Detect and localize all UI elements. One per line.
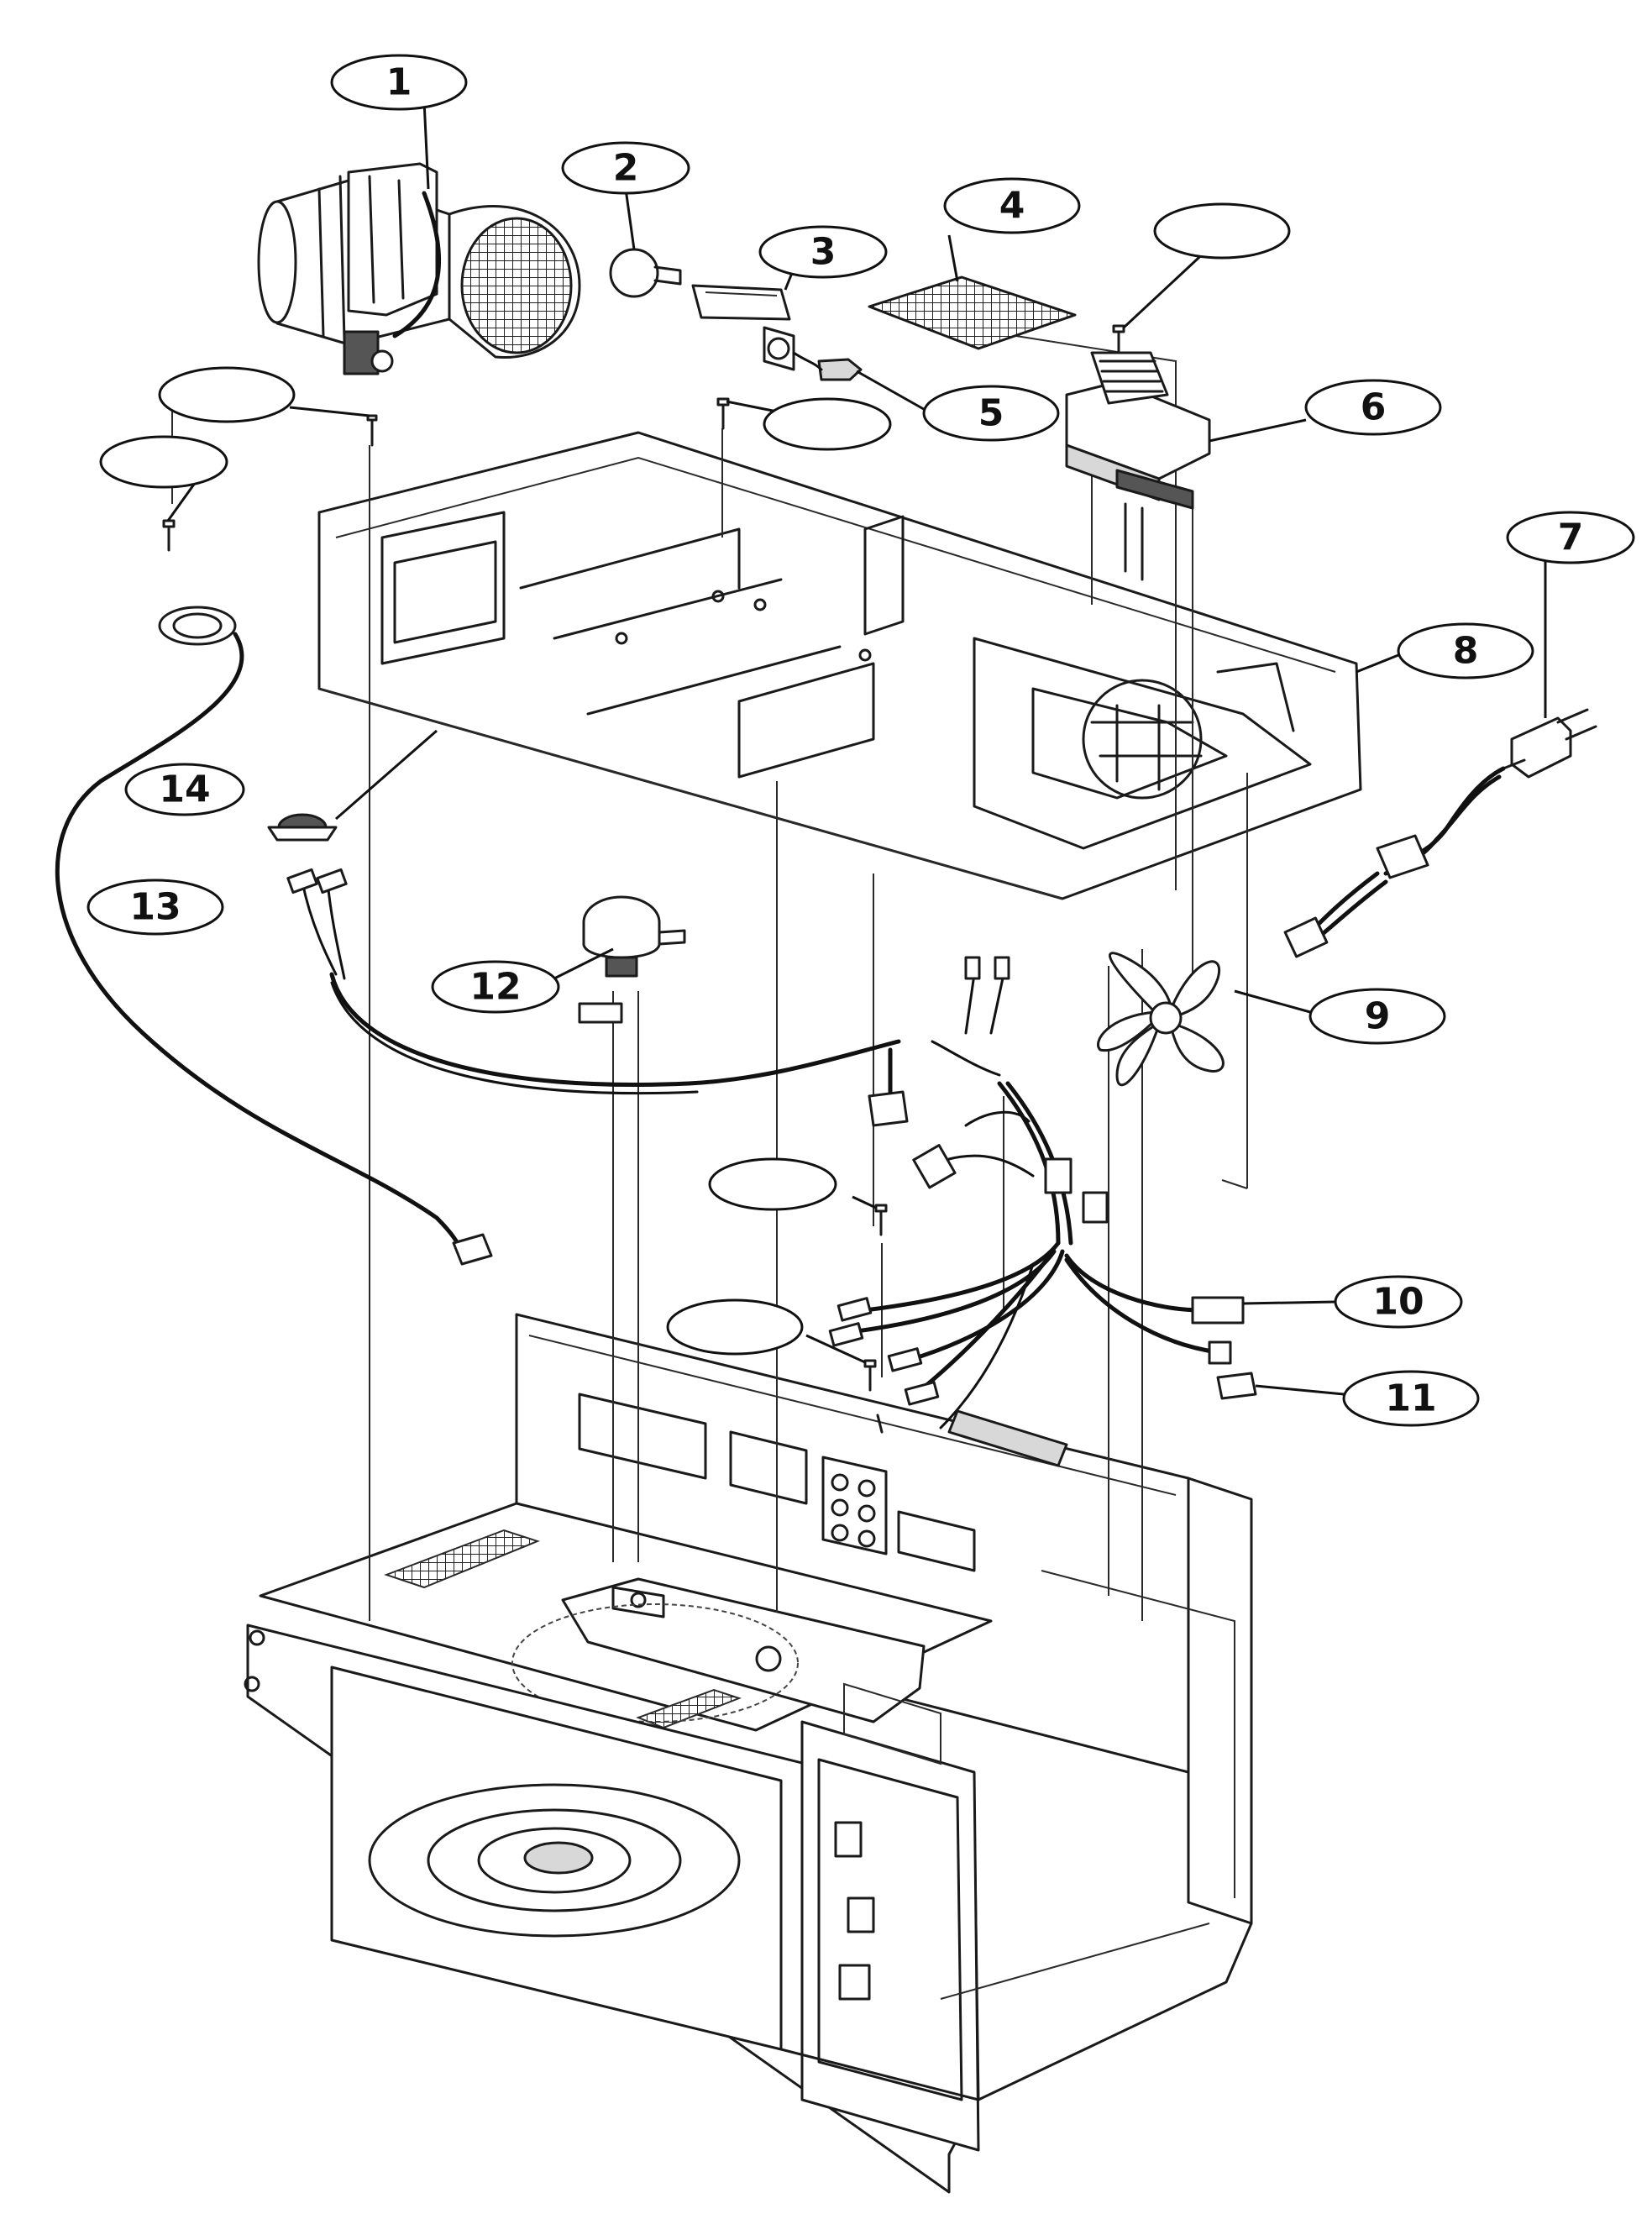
- callout-blank-screw-d: [99, 435, 228, 489]
- callout-9-label: 9: [1365, 995, 1391, 1038]
- callout-8-label: 8: [1453, 630, 1479, 673]
- oven-cabinet: [244, 1313, 1253, 2194]
- callout-6-label: 6: [1361, 386, 1387, 429]
- screw-b: [716, 397, 730, 430]
- callout-6: 6: [1304, 379, 1442, 436]
- callout-10-label: 10: [1372, 1281, 1424, 1324]
- screw-c: [1112, 324, 1125, 354]
- screw-a: [366, 414, 378, 447]
- wire-harness: [286, 868, 1257, 1467]
- callout-11: 11: [1342, 1370, 1480, 1427]
- callout-5-label: 5: [978, 392, 1004, 435]
- blower-motor-assembly: [257, 162, 581, 375]
- screw-e: [874, 1204, 888, 1236]
- callout-blank-screw-f: [666, 1298, 804, 1356]
- callout-2: 2: [561, 141, 690, 195]
- callout-7: 7: [1506, 511, 1635, 564]
- callout-1-label: 1: [386, 61, 412, 104]
- callout-8: 8: [1397, 622, 1534, 679]
- callout-4-label: 4: [999, 185, 1025, 228]
- turntable: [368, 1783, 741, 1938]
- power-cord: [1283, 708, 1597, 958]
- callout-blank-screw-b: [763, 397, 892, 451]
- turntable-motor: [582, 895, 686, 978]
- callout-9: 9: [1308, 988, 1446, 1045]
- callout-blank-screw-e: [708, 1157, 837, 1211]
- callout-12: 12: [431, 960, 560, 1014]
- callout-11-label: 11: [1385, 1377, 1436, 1420]
- screw-f: [863, 1359, 877, 1392]
- control-hole-cluster: [821, 1456, 888, 1555]
- humidity-sensor-wire: [55, 606, 493, 1266]
- callout-3-label: 3: [810, 231, 836, 274]
- callout-blank-screw-a: [158, 366, 296, 423]
- callout-14: 14: [124, 763, 245, 816]
- lamp-socket-bracket: [691, 284, 795, 371]
- base-plate-assembly: [317, 431, 1362, 900]
- callout-13-label: 13: [129, 886, 181, 929]
- callout-13: 13: [87, 879, 224, 936]
- callout-2-label: 2: [613, 147, 639, 190]
- thermostat: [267, 729, 438, 842]
- callout-4: 4: [943, 177, 1081, 234]
- callout-10: 10: [1334, 1275, 1463, 1329]
- lamp-bulb: [609, 248, 682, 298]
- screw-d: [162, 519, 176, 552]
- screws: [162, 324, 1125, 1434]
- callout-1: 1: [330, 54, 468, 111]
- callout-7-label: 7: [1558, 517, 1584, 559]
- callout-3: 3: [758, 225, 888, 279]
- callout-12-label: 12: [469, 966, 521, 1009]
- thermal-switch-small: [792, 351, 863, 381]
- grease-filter: [868, 275, 1077, 350]
- leader-lines: [166, 100, 1547, 1396]
- callout-blank-screw-c: [1153, 202, 1291, 260]
- fan-motor-unit: [1065, 351, 1211, 581]
- callout-14-label: 14: [159, 769, 210, 811]
- callout-5: 5: [922, 385, 1060, 442]
- fan-blade: [1097, 952, 1225, 1087]
